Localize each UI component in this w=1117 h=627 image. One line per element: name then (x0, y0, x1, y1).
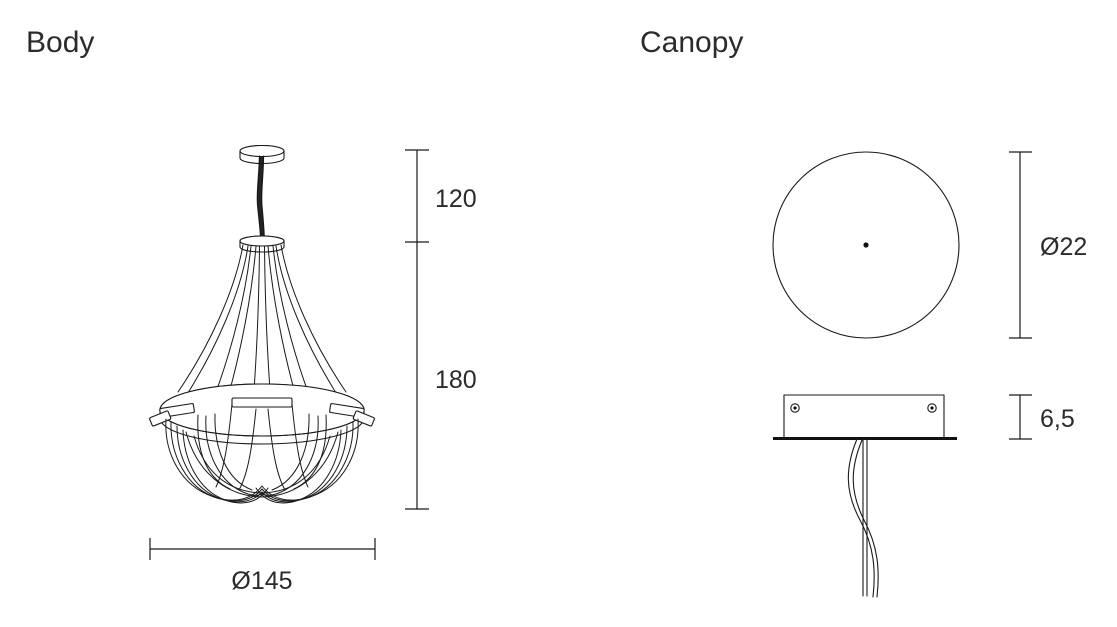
chandelier-elevation-drawing (149, 144, 375, 504)
canopy-cables (847, 438, 879, 598)
canopy-screw-hole-left (790, 403, 800, 413)
canopy-dimension-annotations: Ø22 6,5 (1009, 151, 1087, 440)
canopy-side-view (773, 394, 957, 598)
dimension-fixture-height: 180 (435, 366, 477, 394)
canopy-screw-hole-right (927, 403, 937, 413)
dimension-upper-drop: 120 (435, 185, 477, 213)
canopy-body-box (783, 394, 945, 440)
strap-connector-clips (149, 397, 375, 427)
suspension-cord (256, 155, 265, 241)
body-title: Body (26, 26, 94, 59)
basket-bottom-edge (185, 431, 339, 498)
body-dimension-annotations: 120 180 Ø145 (149, 149, 477, 595)
ceiling-disc (239, 144, 285, 165)
basket-drape-straps (165, 413, 359, 504)
canopy-plan-view (772, 151, 960, 339)
mid-ring-band (159, 383, 365, 445)
upper-straps-back (177, 244, 347, 397)
canopy-center-point (863, 242, 869, 248)
dimension-canopy-thickness: 6,5 (1040, 405, 1075, 433)
dimension-canopy-diameter: Ø22 (1040, 233, 1087, 261)
canopy-title: Canopy (640, 26, 743, 59)
dimension-body-diameter: Ø145 (231, 567, 292, 595)
top-collar-ring (239, 235, 285, 253)
